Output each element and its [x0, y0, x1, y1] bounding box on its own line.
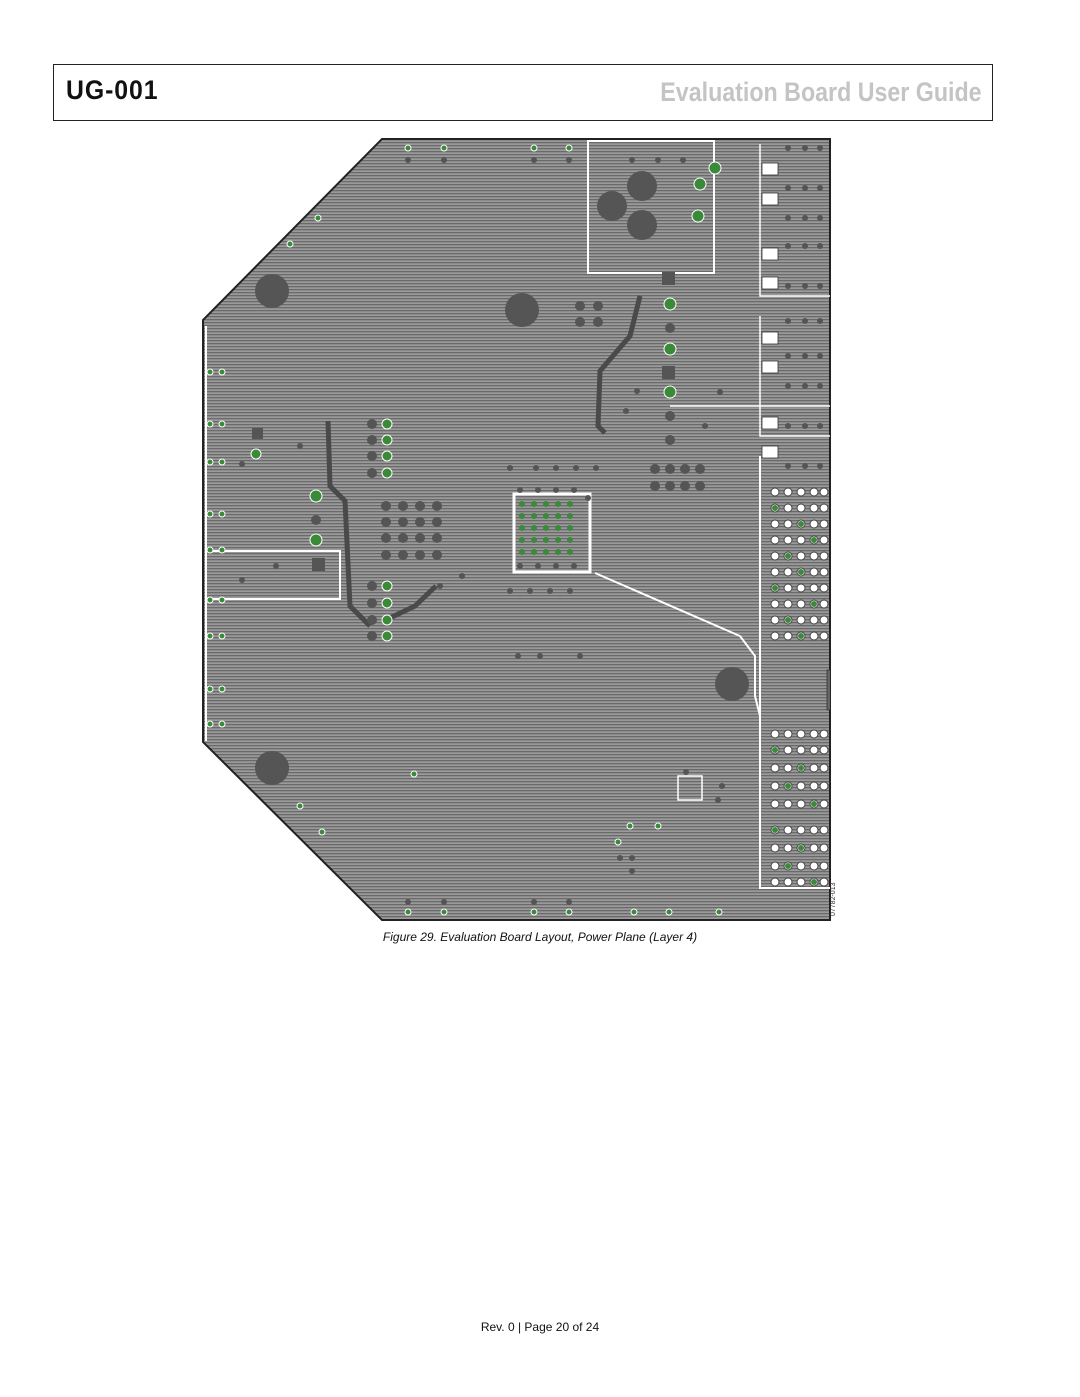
- document-id: UG-001: [66, 75, 159, 105]
- pcb-layout-figure: [200, 136, 840, 926]
- figure-caption: Figure 29. Evaluation Board Layout, Powe…: [382, 930, 698, 944]
- mounting-hole: [715, 667, 749, 701]
- mounting-hole: [255, 751, 289, 785]
- page-footer: Rev. 0 | Page 20 of 24: [480, 1320, 600, 1334]
- mounting-hole: [505, 293, 539, 327]
- document-title: Evaluation Board User Guide: [660, 77, 982, 107]
- page-header: UG-001 Evaluation Board User Guide: [53, 64, 993, 121]
- center-ic-pad: [512, 492, 592, 574]
- plane-features: [205, 140, 830, 916]
- edge-connector: [826, 669, 830, 711]
- small-ic-pad: [677, 775, 703, 801]
- isolation-region-top: [587, 140, 715, 274]
- figure-code: 07782-013: [830, 882, 837, 916]
- pcb-power-plane-drawing: [202, 138, 831, 921]
- mounting-hole: [255, 274, 289, 308]
